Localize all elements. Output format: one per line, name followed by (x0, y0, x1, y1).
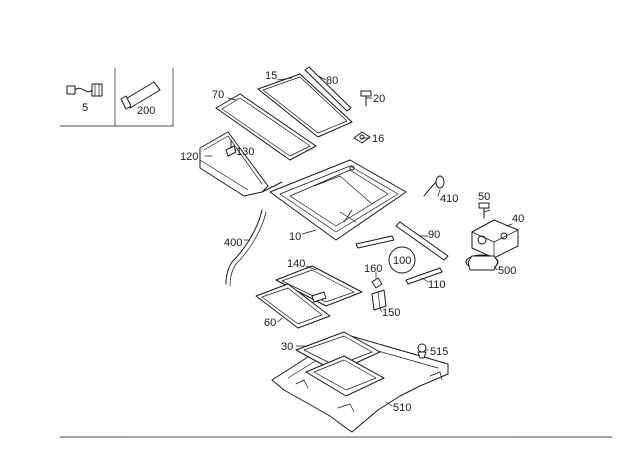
callout-5: 5 (82, 102, 88, 114)
callout-120: 120 (180, 151, 198, 163)
part-160-clip[interactable] (371, 277, 383, 289)
callout-50: 50 (478, 191, 490, 203)
callout-515: 515 (430, 346, 448, 358)
part-140-frame-seal[interactable] (275, 265, 363, 307)
part-500-gear-unit[interactable] (465, 254, 499, 271)
callout-130: 130 (236, 146, 254, 158)
callout-100: 100 (393, 255, 411, 267)
callout-150: 150 (382, 307, 400, 319)
callout-15: 15 (265, 70, 277, 82)
part-120-wind-deflector[interactable] (199, 131, 283, 197)
callout-90: 90 (428, 229, 440, 241)
inset-box (59, 67, 174, 127)
part-10-sunroof-frame[interactable] (269, 159, 407, 241)
leader-lines (204, 75, 513, 407)
part-410-drain-hose[interactable] (423, 175, 445, 197)
callout-140: 140 (287, 258, 305, 270)
part-40-drive-motor[interactable] (471, 219, 519, 259)
callout-60: 60 (264, 317, 276, 329)
callout-110: 110 (428, 279, 446, 291)
callout-80: 80 (326, 75, 338, 87)
part-515-clip[interactable] (417, 343, 427, 359)
callout-400: 400 (224, 237, 242, 249)
part-130-bolt[interactable] (225, 139, 237, 157)
part-100-cable-set[interactable] (355, 235, 443, 285)
part-90-guide-rail[interactable] (395, 221, 449, 261)
callout-510: 510 (393, 402, 411, 414)
callout-200: 200 (137, 105, 155, 117)
callout-40: 40 (512, 213, 524, 225)
part-50-screw[interactable] (478, 202, 490, 219)
callout-410: 410 (440, 193, 458, 205)
callout-labels: 5 200 15 80 70 20 16 120 130 410 50 40 4… (82, 70, 524, 414)
callout-10: 10 (289, 231, 301, 243)
callout-16: 16 (372, 133, 384, 145)
callout-160: 160 (364, 263, 382, 275)
part-5-wiring-connector[interactable] (66, 83, 103, 97)
part-60-drain-seal[interactable] (255, 283, 331, 329)
part-30-sliding-cover[interactable] (295, 331, 385, 397)
callout-20: 20 (373, 93, 385, 105)
part-200-grease-tube[interactable] (120, 81, 161, 110)
part-16-clip[interactable] (353, 131, 371, 144)
callout-30: 30 (281, 341, 293, 353)
part-80-strip[interactable] (304, 66, 352, 112)
callout-500: 500 (498, 265, 516, 277)
part-150-bracket[interactable] (371, 289, 387, 311)
part-400-drain-tube[interactable] (225, 209, 267, 287)
callout-70: 70 (212, 89, 224, 101)
part-20-screw[interactable] (360, 90, 372, 107)
